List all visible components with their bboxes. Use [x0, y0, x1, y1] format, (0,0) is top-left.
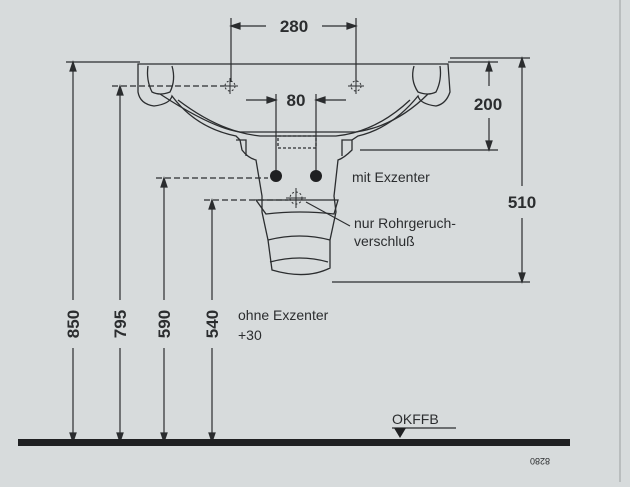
siphon-bottom [269, 257, 329, 263]
note-nur-rohrgeruch-line1: nur Rohrgeruch- [354, 215, 456, 231]
floor-marker-triangle [394, 428, 406, 438]
drawing-code: 8280 [530, 456, 550, 466]
dim-590: 590 [155, 310, 174, 338]
siphon-cover [254, 199, 339, 215]
floor-label: OKFFB [392, 411, 439, 427]
drain-slot [277, 135, 317, 149]
sheet-edge [619, 0, 621, 482]
dim-510: 510 [508, 193, 536, 212]
siphon-cup [267, 235, 331, 241]
note-mit-exzenter: mit Exzenter [352, 169, 430, 185]
note-ohne-exzenter-line2: +30 [238, 327, 262, 343]
note-ohne-exzenter-line1: ohne Exzenter [238, 307, 329, 323]
floor-line [18, 439, 570, 446]
dim-850: 850 [64, 310, 83, 338]
left-overflow [146, 65, 175, 95]
left-bracket [236, 139, 247, 156]
basin-inner-rim [159, 93, 429, 133]
right-bracket [341, 139, 352, 156]
dim-280: 280 [280, 17, 308, 36]
note-nur-rohrgeruch-line2: verschluß [354, 233, 415, 249]
dim-540: 540 [203, 310, 222, 338]
right-overflow [412, 65, 442, 95]
dim-200: 200 [474, 95, 502, 114]
dim-80: 80 [287, 91, 306, 110]
supply-left [270, 170, 282, 182]
dim-795: 795 [111, 310, 130, 338]
supply-right [310, 170, 322, 182]
